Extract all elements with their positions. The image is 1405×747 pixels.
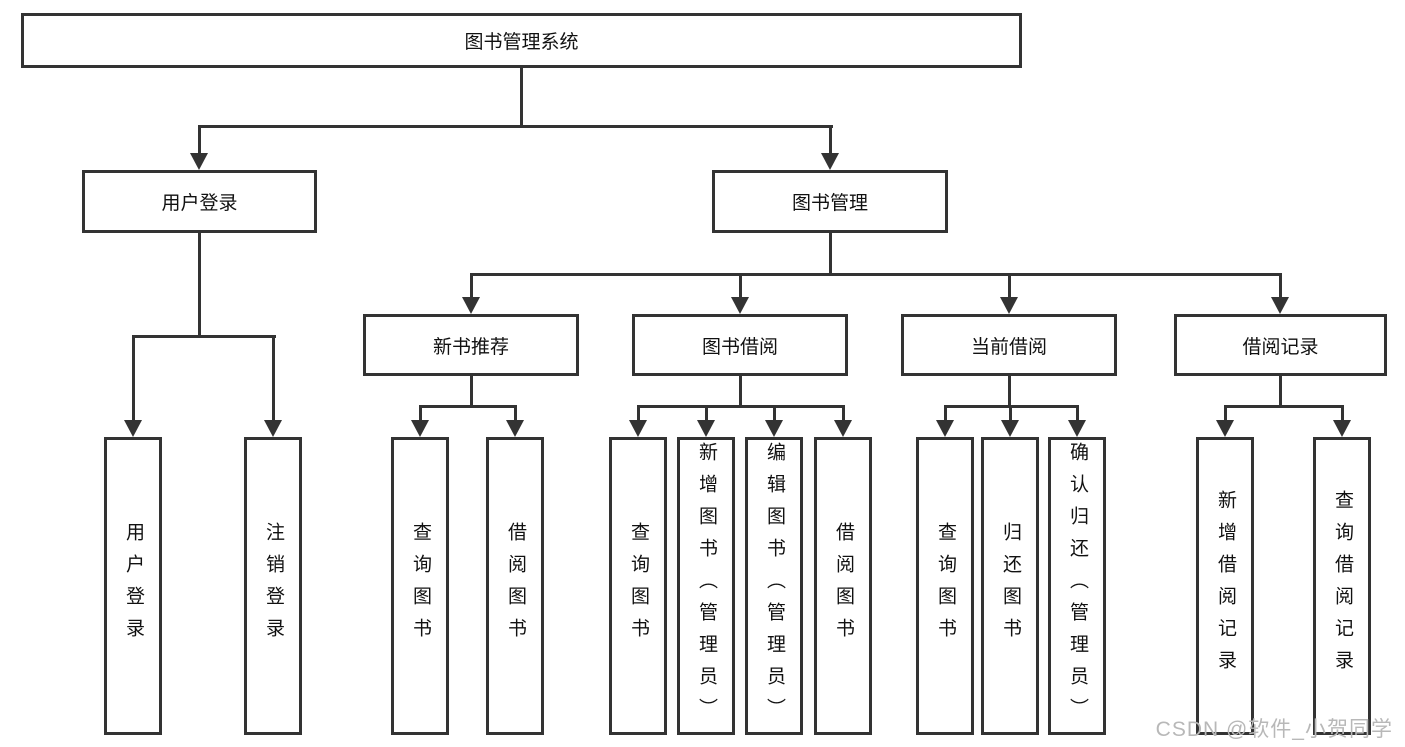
arrowhead-user-login [190, 153, 208, 170]
node-label: 图书借阅 [701, 336, 778, 358]
leaf-label: 借阅图书 [504, 522, 526, 650]
node-label: 借阅记录 [1242, 336, 1319, 358]
connector-login-stem [198, 233, 201, 337]
connector-drop-leaf [1009, 405, 1012, 422]
connector-login-bus [132, 335, 276, 338]
arrowhead-leaf [1001, 420, 1019, 437]
leaf-label: 用户登录 [122, 522, 144, 650]
connector-drop-records [1279, 273, 1282, 300]
arrowhead-leaf-login [124, 420, 142, 437]
node-root-library-system: 图书管理系统 [21, 13, 1022, 68]
node-label: 当前借阅 [970, 336, 1047, 358]
node-book-borrowing: 图书借阅 [632, 314, 848, 376]
leaf-user-login: 用户登录 [104, 437, 162, 735]
leaf-add-books-admin: 新增图书（管理员） [677, 437, 735, 735]
csdn-watermark: CSDN @软件_小贺同学 [1155, 718, 1393, 741]
arrowhead-leaf [506, 420, 524, 437]
arrowhead-leaf [697, 420, 715, 437]
leaf-logout: 注销登录 [244, 437, 302, 735]
leaf-query-books-current: 查询图书 [916, 437, 974, 735]
connector-borrowing-stem [739, 376, 742, 408]
leaf-return-books: 归还图书 [981, 437, 1039, 735]
leaf-query-borrow-record: 查询借阅记录 [1313, 437, 1371, 735]
connector-root-stem [520, 68, 523, 126]
node-current-borrowing: 当前借阅 [901, 314, 1117, 376]
arrowhead-leaf [629, 420, 647, 437]
leaf-add-borrow-record: 新增借阅记录 [1196, 437, 1254, 735]
leaf-label: 归还图书 [999, 522, 1021, 650]
node-book-management: 图书管理 [712, 170, 948, 233]
node-user-login: 用户登录 [82, 170, 317, 233]
arrowhead-recommend [462, 297, 480, 314]
leaf-label: 查询借阅记录 [1331, 490, 1353, 682]
leaf-label: 查询图书 [934, 522, 956, 650]
arrowhead-current [1000, 297, 1018, 314]
connector-drop-leaf-logout [272, 335, 275, 422]
arrowhead-leaf [765, 420, 783, 437]
connector-records-bus [1224, 405, 1344, 408]
connector-drop-current [1008, 273, 1011, 300]
connector-current-stem [1008, 376, 1011, 408]
arrowhead-leaf [1068, 420, 1086, 437]
arrowhead-leaf-logout [264, 420, 282, 437]
node-borrowing-records: 借阅记录 [1174, 314, 1387, 376]
connector-drop-leaf [1076, 405, 1079, 422]
connector-records-stem [1279, 376, 1282, 408]
arrowhead-borrowing [731, 297, 749, 314]
connector-root-bus [198, 125, 833, 128]
node-label: 图书管理 [791, 193, 868, 214]
connector-drop-leaf [773, 405, 776, 422]
leaf-label: 注销登录 [262, 522, 284, 650]
connector-drop-leaf [1224, 405, 1227, 422]
leaf-label: 确认归还（管理员） [1066, 442, 1088, 730]
leaf-label: 新增图书（管理员） [695, 442, 717, 730]
connector-drop-leaf [842, 405, 845, 422]
connector-drop-leaf [1341, 405, 1344, 422]
connector-drop-user-login [198, 125, 201, 155]
connector-drop-leaf [944, 405, 947, 422]
connector-recommend-bus [419, 405, 517, 408]
connector-drop-leaf [705, 405, 708, 422]
connector-mgmt-bus [470, 273, 1282, 276]
arrowhead-leaf [411, 420, 429, 437]
leaf-edit-books-admin: 编辑图书（管理员） [745, 437, 803, 735]
leaf-label: 查询图书 [409, 522, 431, 650]
node-label: 图书管理系统 [464, 32, 579, 53]
connector-drop-leaf [419, 405, 422, 422]
connector-drop-recommend [470, 273, 473, 300]
connector-drop-book-management [829, 125, 832, 155]
connector-drop-leaf-login [132, 335, 135, 422]
arrowhead-book-management [821, 153, 839, 170]
leaf-label: 编辑图书（管理员） [763, 442, 785, 730]
connector-drop-borrowing [739, 273, 742, 300]
connector-recommend-stem [470, 376, 473, 408]
arrowhead-leaf [834, 420, 852, 437]
leaf-borrow-books-recommend: 借阅图书 [486, 437, 544, 735]
leaf-confirm-return-admin: 确认归还（管理员） [1048, 437, 1106, 735]
leaf-label: 新增借阅记录 [1214, 490, 1236, 682]
connector-drop-leaf [514, 405, 517, 422]
node-label: 新书推荐 [432, 336, 509, 358]
node-label: 用户登录 [161, 193, 238, 214]
leaf-borrow-books: 借阅图书 [814, 437, 872, 735]
arrowhead-leaf [936, 420, 954, 437]
arrowhead-records [1271, 297, 1289, 314]
connector-drop-leaf [637, 405, 640, 422]
leaf-query-books-borrow: 查询图书 [609, 437, 667, 735]
connector-mgmt-stem [829, 233, 832, 276]
arrowhead-leaf [1333, 420, 1351, 437]
leaf-query-books-recommend: 查询图书 [391, 437, 449, 735]
leaf-label: 查询图书 [627, 522, 649, 650]
node-new-book-recommend: 新书推荐 [363, 314, 579, 376]
arrowhead-leaf [1216, 420, 1234, 437]
connector-borrowing-bus [637, 405, 845, 408]
leaf-label: 借阅图书 [832, 522, 854, 650]
